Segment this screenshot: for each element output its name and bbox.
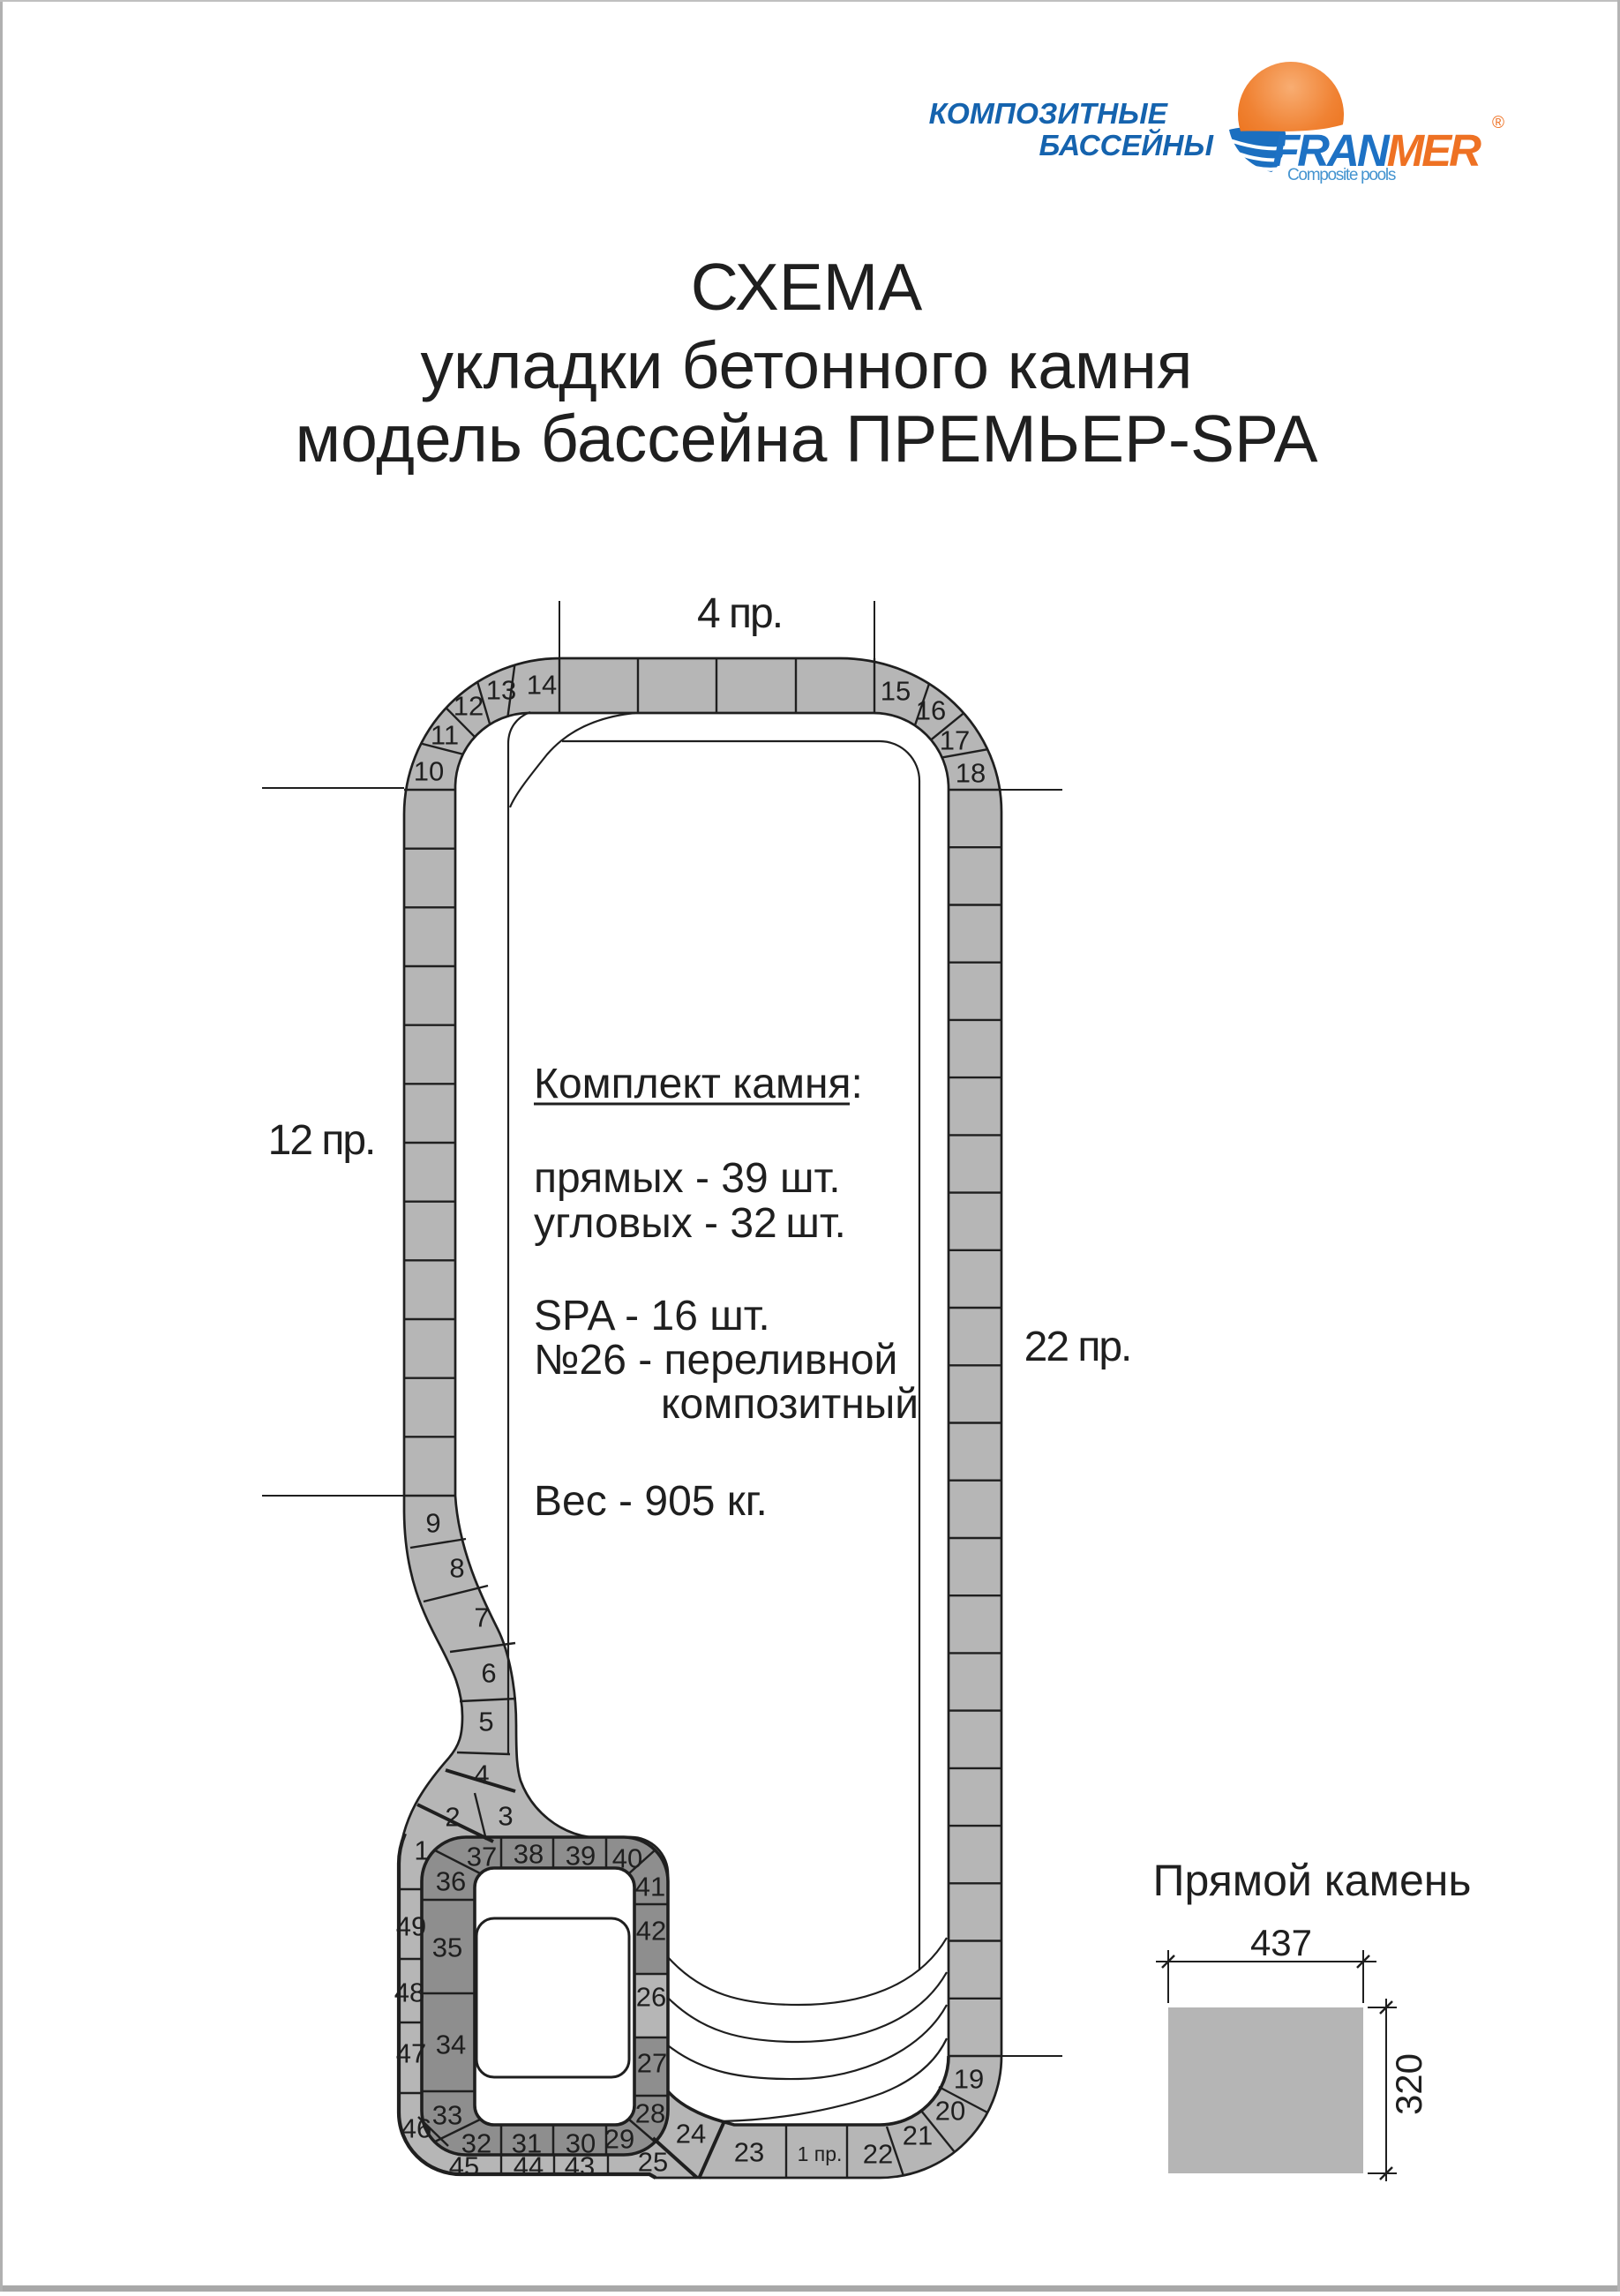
svg-text:437: 437 xyxy=(1250,1922,1312,1963)
svg-text:Вес - 905 кг.: Вес - 905 кг. xyxy=(534,1478,768,1525)
svg-text:36: 36 xyxy=(436,1866,466,1897)
svg-text:модель бассейна ПРЕМЬЕР-SPA: модель бассейна ПРЕМЬЕР-SPA xyxy=(296,401,1318,476)
svg-text:БАССЕЙНЫ: БАССЕЙНЫ xyxy=(1039,128,1215,162)
svg-text:прямых - 39 шт.: прямых - 39 шт. xyxy=(534,1155,841,1202)
svg-text:45: 45 xyxy=(449,2151,479,2182)
svg-text:9: 9 xyxy=(425,1508,440,1539)
svg-text:6: 6 xyxy=(481,1658,496,1689)
svg-text:37: 37 xyxy=(467,1842,497,1872)
svg-text:1 пр.: 1 пр. xyxy=(798,2142,843,2165)
svg-text:27: 27 xyxy=(637,2048,667,2079)
svg-text:49: 49 xyxy=(396,1911,426,1942)
svg-text:35: 35 xyxy=(432,1932,462,1963)
svg-text:320: 320 xyxy=(1388,2053,1429,2115)
svg-text:4 пр.: 4 пр. xyxy=(697,590,782,637)
svg-text:СХЕМА: СХЕМА xyxy=(691,250,923,324)
svg-text:17: 17 xyxy=(940,725,970,756)
svg-text:3: 3 xyxy=(498,1801,513,1832)
svg-text:7: 7 xyxy=(474,1602,489,1633)
svg-text:№26 - переливной: №26 - переливной xyxy=(534,1337,897,1384)
svg-text:34: 34 xyxy=(436,2030,466,2060)
svg-text:16: 16 xyxy=(916,695,946,726)
svg-text:2: 2 xyxy=(445,1802,460,1833)
svg-text:25: 25 xyxy=(638,2147,668,2178)
svg-text:39: 39 xyxy=(566,1841,596,1872)
svg-text:23: 23 xyxy=(734,2137,764,2168)
svg-text:укладки бетонного камня: укладки бетонного камня xyxy=(420,328,1192,402)
svg-text:43: 43 xyxy=(565,2151,595,2182)
svg-text:28: 28 xyxy=(635,2098,665,2129)
svg-text:Composite pools: Composite pools xyxy=(1287,166,1396,184)
svg-text:18: 18 xyxy=(956,758,986,789)
svg-text:10: 10 xyxy=(414,756,444,787)
svg-text:24: 24 xyxy=(676,2119,706,2150)
svg-text:®: ® xyxy=(1492,114,1504,132)
svg-text:13: 13 xyxy=(486,675,516,706)
svg-text:5: 5 xyxy=(478,1707,493,1737)
svg-text:48: 48 xyxy=(394,1977,424,2008)
svg-text:4: 4 xyxy=(474,1760,489,1790)
svg-text:угловых - 32 шт.: угловых - 32 шт. xyxy=(534,1200,846,1247)
svg-text:19: 19 xyxy=(954,2064,984,2095)
svg-text:15: 15 xyxy=(881,676,911,707)
svg-text:композитный: композитный xyxy=(661,1381,919,1428)
svg-text:11: 11 xyxy=(431,720,459,751)
svg-text:Комплект камня:: Комплект камня: xyxy=(534,1061,863,1107)
svg-text:SPA - 16 шт.: SPA - 16 шт. xyxy=(534,1293,770,1339)
svg-text:FRANMER: FRANMER xyxy=(1272,125,1481,176)
svg-text:47: 47 xyxy=(396,2038,426,2069)
svg-text:22 пр.: 22 пр. xyxy=(1024,1324,1131,1370)
svg-text:41: 41 xyxy=(635,1872,665,1902)
svg-text:31: 31 xyxy=(512,2128,542,2159)
svg-text:20: 20 xyxy=(935,2096,965,2127)
svg-text:1: 1 xyxy=(414,1835,429,1866)
svg-text:Прямой камень: Прямой камень xyxy=(1153,1856,1472,1905)
svg-text:29: 29 xyxy=(604,2124,634,2155)
svg-text:14: 14 xyxy=(527,670,557,701)
svg-text:КОМПОЗИТНЫЕ: КОМПОЗИТНЫЕ xyxy=(929,98,1169,131)
svg-text:12: 12 xyxy=(454,691,484,722)
svg-text:21: 21 xyxy=(903,2120,933,2151)
svg-text:12 пр.: 12 пр. xyxy=(268,1117,375,1164)
svg-text:38: 38 xyxy=(514,1839,544,1870)
svg-text:44: 44 xyxy=(514,2151,544,2182)
svg-text:26: 26 xyxy=(636,1982,666,2013)
svg-text:42: 42 xyxy=(636,1916,666,1947)
svg-text:8: 8 xyxy=(449,1553,464,1584)
svg-text:22: 22 xyxy=(863,2139,893,2170)
svg-text:40: 40 xyxy=(612,1843,642,1874)
svg-text:46: 46 xyxy=(401,2113,431,2144)
svg-text:30: 30 xyxy=(566,2128,596,2159)
svg-text:32: 32 xyxy=(461,2128,491,2159)
svg-text:33: 33 xyxy=(432,2100,462,2131)
